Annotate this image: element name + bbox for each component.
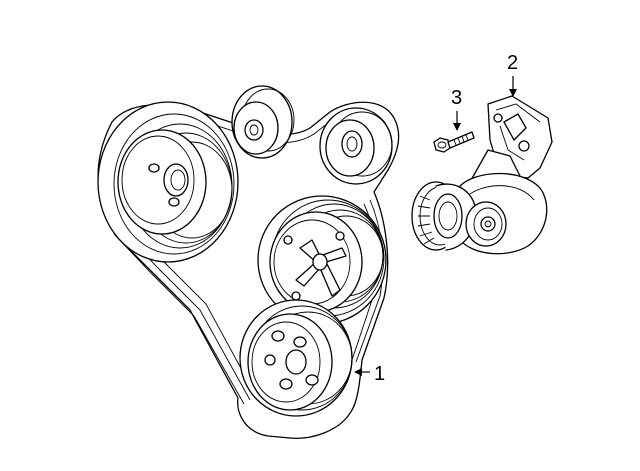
crankshaft-pulley <box>97 101 239 263</box>
right-idler-pulley <box>319 107 393 185</box>
center-pump-pulley <box>257 195 387 325</box>
upper-idler-pulley <box>231 85 295 159</box>
callout-number-1: 1 <box>374 363 386 385</box>
belt-tensioner-assembly <box>411 95 553 255</box>
callout-leader-3 <box>453 111 461 131</box>
tensioner-bolt <box>433 131 475 153</box>
callout-number-3: 3 <box>451 87 463 109</box>
lower-pulley <box>239 299 353 417</box>
callout-leader-1 <box>354 368 370 376</box>
callout-leader-2 <box>509 76 517 97</box>
callout-number-2: 2 <box>507 52 519 74</box>
